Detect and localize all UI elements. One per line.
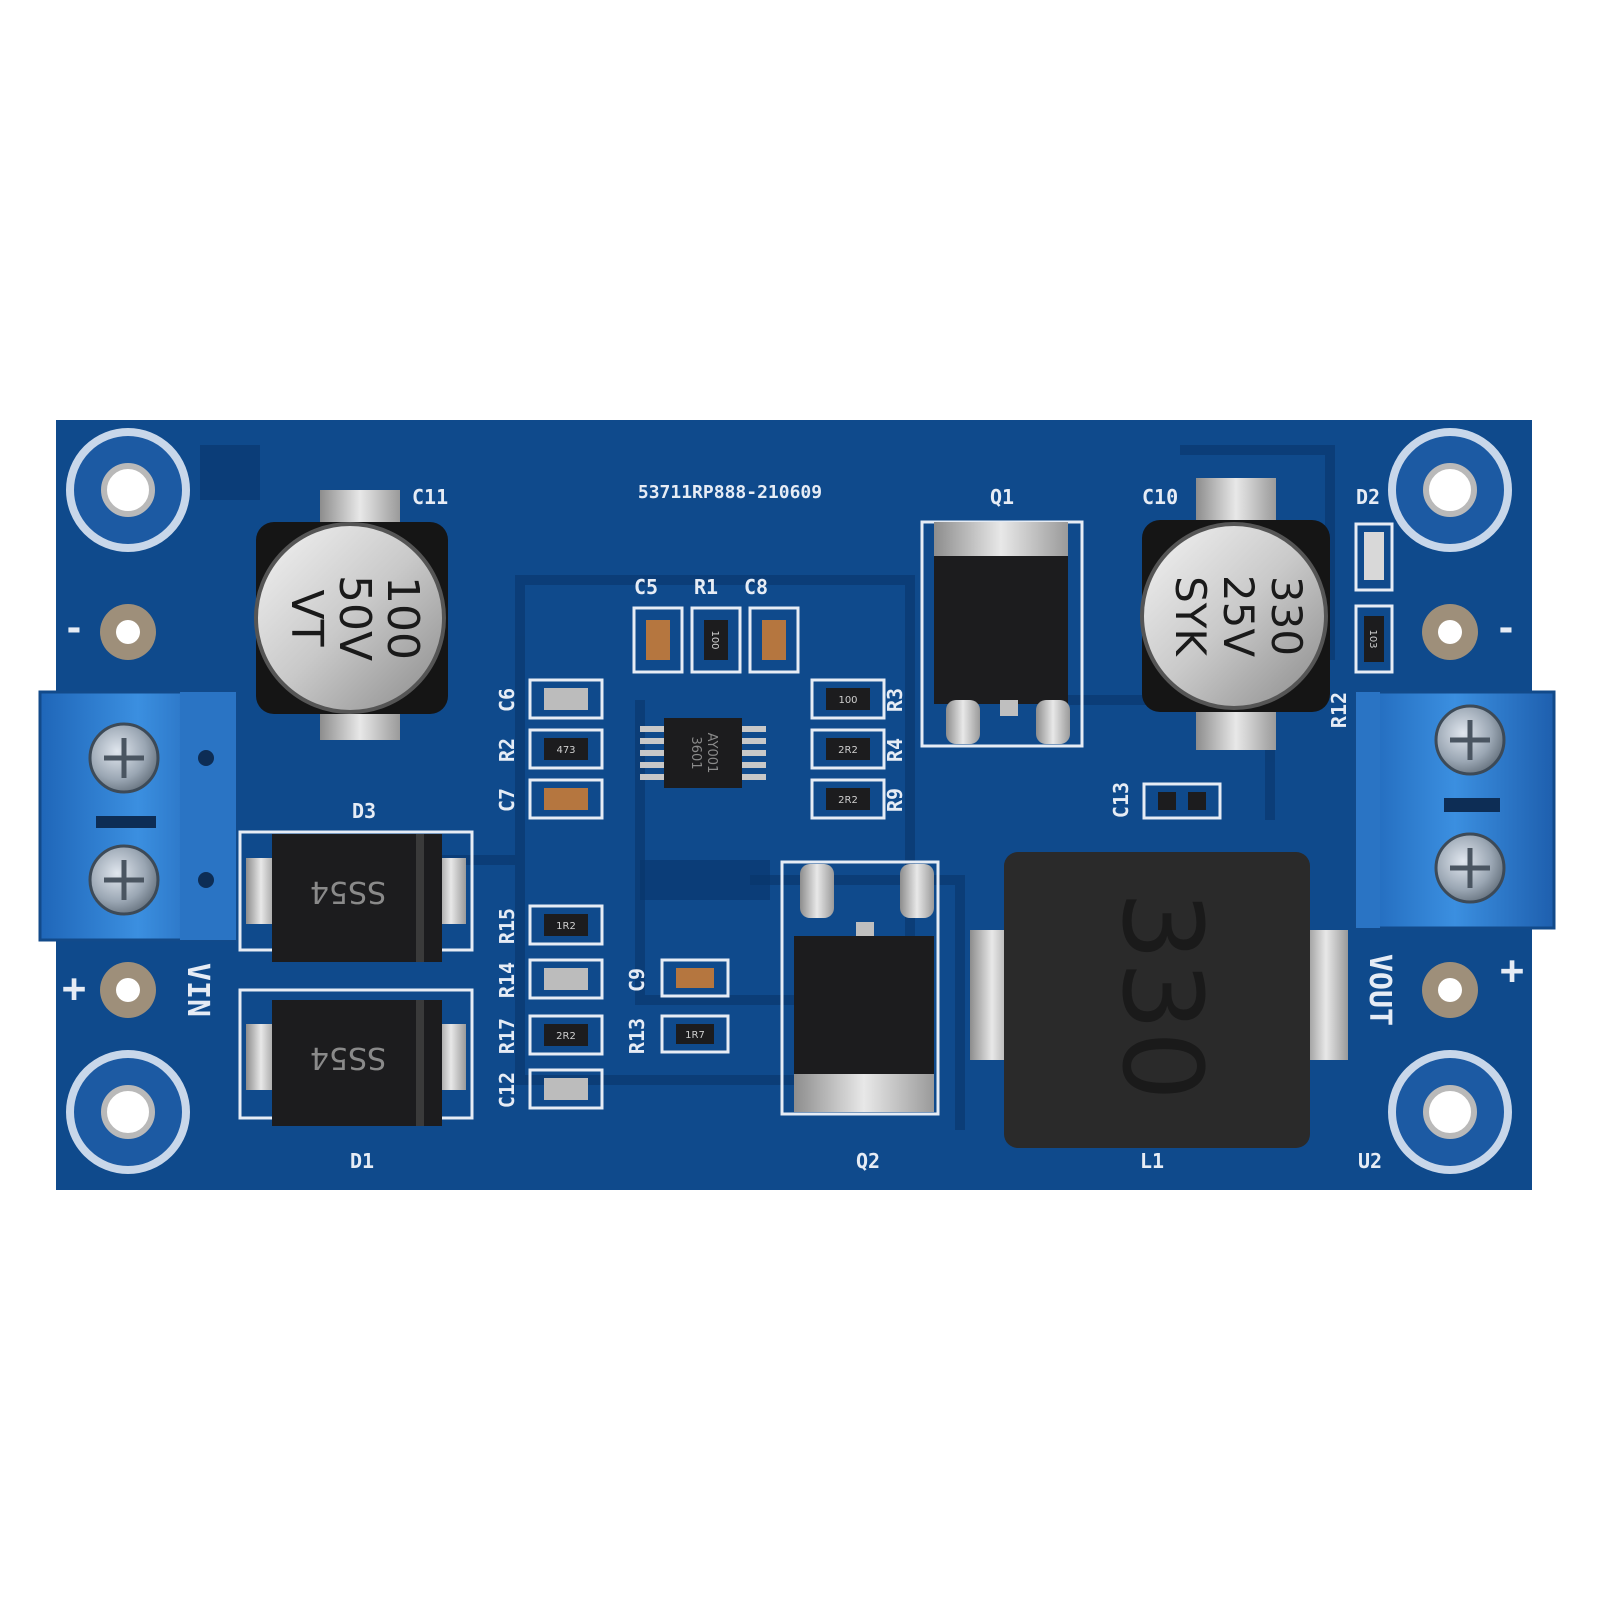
label-c9: C9 (625, 968, 649, 992)
via-dots (200, 445, 770, 900)
label-d1: D1 (350, 1149, 374, 1173)
diode-d3: SS54 (238, 830, 474, 962)
d1-marking: SS54 (310, 1040, 386, 1075)
label-u2: U2 (1358, 1149, 1382, 1173)
r17-code: 2R2 (556, 1031, 576, 1042)
r4-code: 2R2 (838, 745, 858, 756)
input-minus-sign: - (63, 608, 85, 649)
r15-code: 1R2 (556, 921, 576, 932)
label-c6: C6 (495, 688, 519, 712)
output-terminal-block (1354, 690, 1556, 930)
label-l1: L1 (1140, 1149, 1164, 1173)
ic-marking-1: AY001 (704, 733, 719, 774)
r3-code: 100 (838, 695, 857, 706)
label-r4: R4 (883, 738, 907, 762)
c11-marking-2: 50V (329, 575, 380, 661)
r12-code: 103 (1367, 629, 1378, 648)
label-c12: C12 (495, 1072, 519, 1108)
output-plus-sign: + (1500, 948, 1524, 994)
mosfet-q2 (780, 860, 940, 1116)
label-r12: R12 (1327, 692, 1351, 728)
d3-marking: SS54 (310, 874, 386, 909)
label-q1: Q1 (990, 485, 1014, 509)
label-r15: R15 (495, 908, 519, 944)
label-c5: C5 (634, 575, 658, 599)
r13-code: 1R7 (685, 1030, 705, 1041)
resistor-codes: 100 473 100 2R2 2R2 1R2 2R2 1R7 103 (556, 629, 1378, 1042)
label-r17: R17 (495, 1018, 519, 1054)
label-d3: D3 (352, 799, 376, 823)
label-c10: C10 (1142, 485, 1178, 509)
r2-code: 473 (556, 745, 575, 756)
label-r3: R3 (883, 688, 907, 712)
inductor-l1: 330 (970, 852, 1348, 1148)
c10-marking-2: 25V (1214, 575, 1263, 657)
label-vout: VOUT (1362, 954, 1397, 1026)
control-ic: AY001 3601 (640, 718, 766, 788)
input-plus-sign: + (62, 966, 86, 1012)
label-r13: R13 (625, 1018, 649, 1054)
label-c8: C8 (744, 575, 768, 599)
label-r9: R9 (883, 788, 907, 812)
r1-code: 100 (709, 630, 720, 649)
c11-marking-3: VT (281, 590, 332, 647)
label-d2: D2 (1356, 485, 1380, 509)
label-c13: C13 (1109, 782, 1133, 818)
c10-marking-3: SYK (1166, 576, 1215, 657)
ic-marking-2: 3601 (688, 736, 703, 769)
label-r1: R1 (694, 575, 718, 599)
label-q2: Q2 (856, 1149, 880, 1173)
label-r2: R2 (495, 738, 519, 762)
label-c11: C11 (412, 485, 448, 509)
serial-number: 53711RP888-210609 (638, 482, 822, 503)
c10-marking-1: 330 (1262, 576, 1311, 656)
l1-marking: 330 (1098, 891, 1226, 1101)
input-terminal-block (38, 690, 238, 942)
c11-marking-1: 100 (377, 576, 428, 660)
r9-code: 2R2 (838, 795, 858, 806)
label-c7: C7 (495, 788, 519, 812)
mosfet-q1 (920, 520, 1084, 748)
silkscreen: 53711RP888-210609 C11 Q1 C10 D2 C5 R1 C8… (62, 482, 1524, 1173)
mounting-holes (66, 428, 1512, 1174)
diode-d1: SS54 (238, 988, 474, 1126)
smd-passives (528, 522, 1394, 1110)
output-minus-sign: - (1495, 608, 1517, 649)
capacitor-c10: 330 25V SYK (1140, 478, 1330, 750)
label-vin: VIN (180, 963, 215, 1017)
capacitor-c11: 100 50V VT (254, 490, 448, 740)
label-r14: R14 (495, 962, 519, 998)
